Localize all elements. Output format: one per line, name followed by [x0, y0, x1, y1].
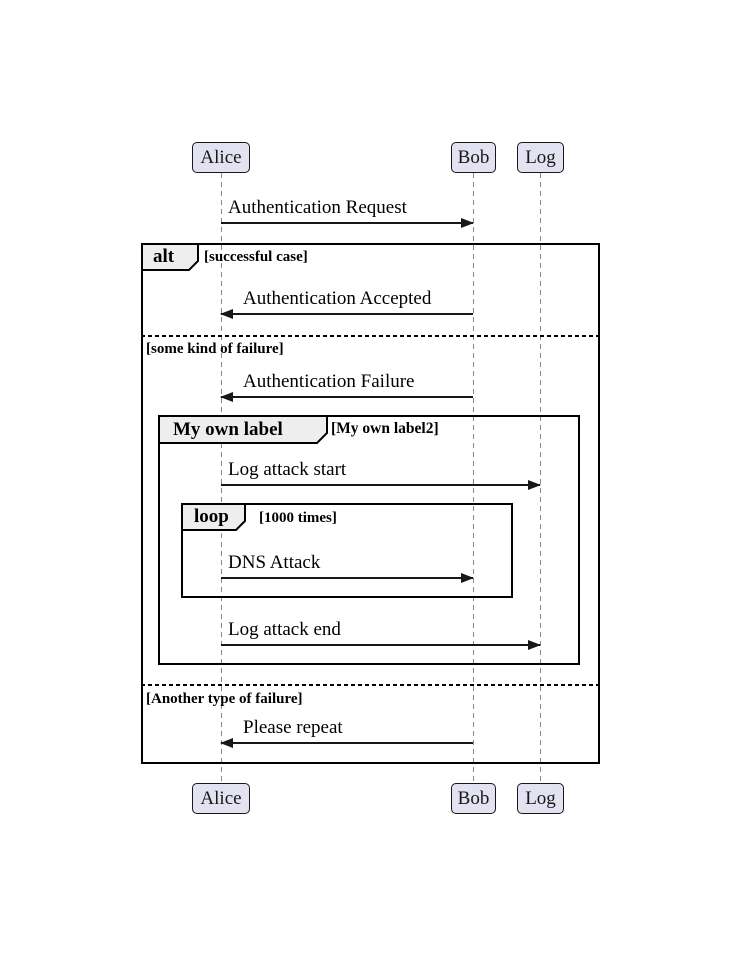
- participant-alice-top: Alice: [192, 142, 250, 173]
- loop-frame: [181, 503, 513, 598]
- alt-frame: [141, 243, 600, 764]
- message-log-attack-start: Log attack start: [228, 459, 347, 480]
- arrow-auth-failure: [220, 392, 473, 402]
- lifeline-bob: [473, 173, 474, 783]
- arrow-auth-request: [221, 218, 474, 228]
- message-auth-request: Authentication Request: [228, 197, 407, 218]
- participant-bob-top: Bob: [451, 142, 496, 173]
- arrow-log-attack-end: [221, 640, 541, 650]
- loop-operator-pentagon: loop: [181, 503, 246, 531]
- arrow-log-attack-start: [221, 480, 541, 490]
- arrow-auth-accepted: [220, 309, 473, 319]
- participant-alice-bottom: Alice: [192, 783, 250, 814]
- participant-log-top: Log: [517, 142, 564, 173]
- my-own-label-operator-label: My own label: [173, 418, 283, 440]
- message-auth-failure: Authentication Failure: [243, 371, 415, 392]
- participant-bob-bottom: Bob: [451, 783, 496, 814]
- message-auth-accepted: Authentication Accepted: [243, 288, 432, 309]
- arrow-please-repeat: [220, 738, 473, 748]
- my-own-label-guard: [My own label2]: [331, 420, 439, 437]
- my-own-label-operator-pentagon: My own label: [158, 415, 328, 444]
- pentagon-shape-icon: [181, 503, 246, 531]
- alt-operator-pentagon: alt: [141, 243, 199, 271]
- loop-operator-label: loop: [194, 506, 229, 527]
- alt-guard-another-type-of-failure: [Another type of failure]: [146, 691, 303, 707]
- alt-divider-1: [141, 335, 600, 337]
- message-dns-attack: DNS Attack: [228, 552, 321, 573]
- alt-guard-successful-case: [successful case]: [204, 249, 308, 265]
- alt-operator-label: alt: [153, 246, 175, 267]
- pentagon-shape-icon: [158, 415, 328, 444]
- lifeline-alice: [221, 173, 222, 783]
- arrow-dns-attack: [221, 573, 474, 583]
- lifeline-log: [540, 173, 541, 783]
- my-own-label-frame: [158, 415, 580, 665]
- alt-guard-some-kind-of-failure: [some kind of failure]: [146, 341, 284, 357]
- message-log-attack-end: Log attack end: [228, 619, 341, 640]
- pentagon-shape-icon: [141, 243, 199, 271]
- loop-guard-1000-times: [1000 times]: [259, 510, 337, 526]
- message-please-repeat: Please repeat: [243, 717, 343, 738]
- alt-divider-2: [141, 684, 600, 686]
- participant-log-bottom: Log: [517, 783, 564, 814]
